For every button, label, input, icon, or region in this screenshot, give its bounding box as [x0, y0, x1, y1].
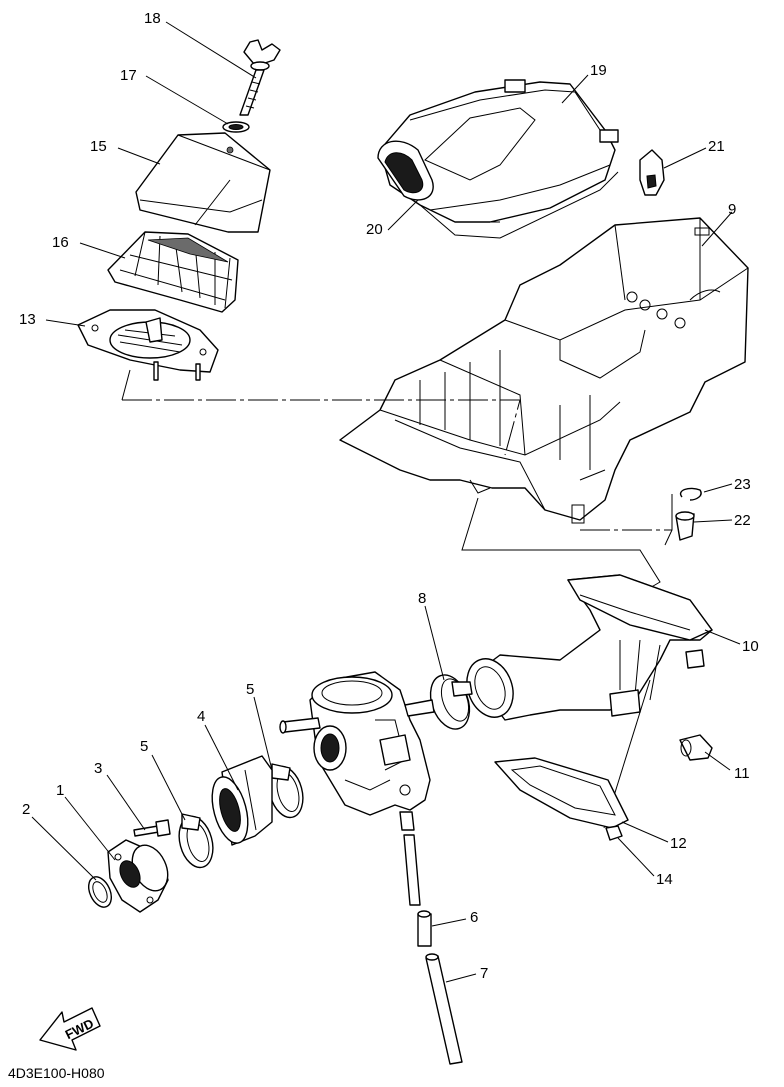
callout-5-left: 5: [140, 738, 148, 755]
callout-21: 21: [708, 138, 725, 155]
diagram-code: 4D3E100-H080: [8, 1065, 105, 1081]
callout-18: 18: [144, 10, 161, 27]
element-cover-15: [135, 132, 271, 233]
drain-hose-7: [425, 953, 463, 1065]
callout-14: 14: [656, 871, 673, 888]
air-filter-cover: [377, 79, 619, 239]
callout-6: 6: [470, 909, 478, 926]
bolt-3: [133, 819, 171, 837]
washer-17: [222, 121, 250, 133]
callout-22: 22: [734, 512, 751, 529]
callout-8: 8: [418, 590, 426, 607]
callout-2: 2: [22, 801, 30, 818]
callout-13: 13: [19, 311, 36, 328]
ring-23: [679, 487, 702, 501]
callout-19: 19: [590, 62, 607, 79]
damper-22: [675, 511, 695, 541]
callout-labels: 18 17 15 16 13 19 20 21 9 23 22 10 11 12…: [19, 10, 759, 982]
callout-10: 10: [742, 638, 759, 655]
element-plate-13: [77, 309, 219, 381]
callout-16: 16: [52, 234, 69, 251]
leader-lines: [31, 21, 741, 983]
nut-14: [605, 825, 623, 841]
intake-joint-10: [466, 574, 713, 721]
gasket-12: [494, 757, 629, 829]
clamp-8: [429, 674, 473, 730]
callout-20: 20: [366, 221, 383, 238]
callout-5-right: 5: [246, 681, 254, 698]
callout-15: 15: [90, 138, 107, 155]
clip-21: [639, 149, 665, 196]
callout-17: 17: [120, 67, 137, 84]
carburetor-joint-4: [211, 755, 273, 846]
clamp-5-left: [178, 813, 214, 869]
hose-joint-6: [417, 910, 432, 947]
drain-tube-upper: [403, 834, 421, 906]
air-filter-element-16: [107, 231, 239, 313]
forward-arrow-icon: FWD: [39, 1007, 101, 1051]
hose-fitting-11: [679, 734, 713, 761]
callout-23: 23: [734, 476, 751, 493]
air-cleaner-case: [339, 217, 749, 524]
callout-12: 12: [670, 835, 687, 852]
carburetor: [279, 671, 435, 831]
callout-9: 9: [728, 201, 736, 218]
callout-11: 11: [734, 765, 750, 782]
callout-3: 3: [94, 760, 102, 777]
callout-4: 4: [197, 708, 205, 725]
callout-7: 7: [480, 965, 488, 982]
wing-bolt-18: [239, 39, 281, 116]
callout-1: 1: [56, 782, 64, 799]
intake-manifold-1: [107, 839, 169, 913]
